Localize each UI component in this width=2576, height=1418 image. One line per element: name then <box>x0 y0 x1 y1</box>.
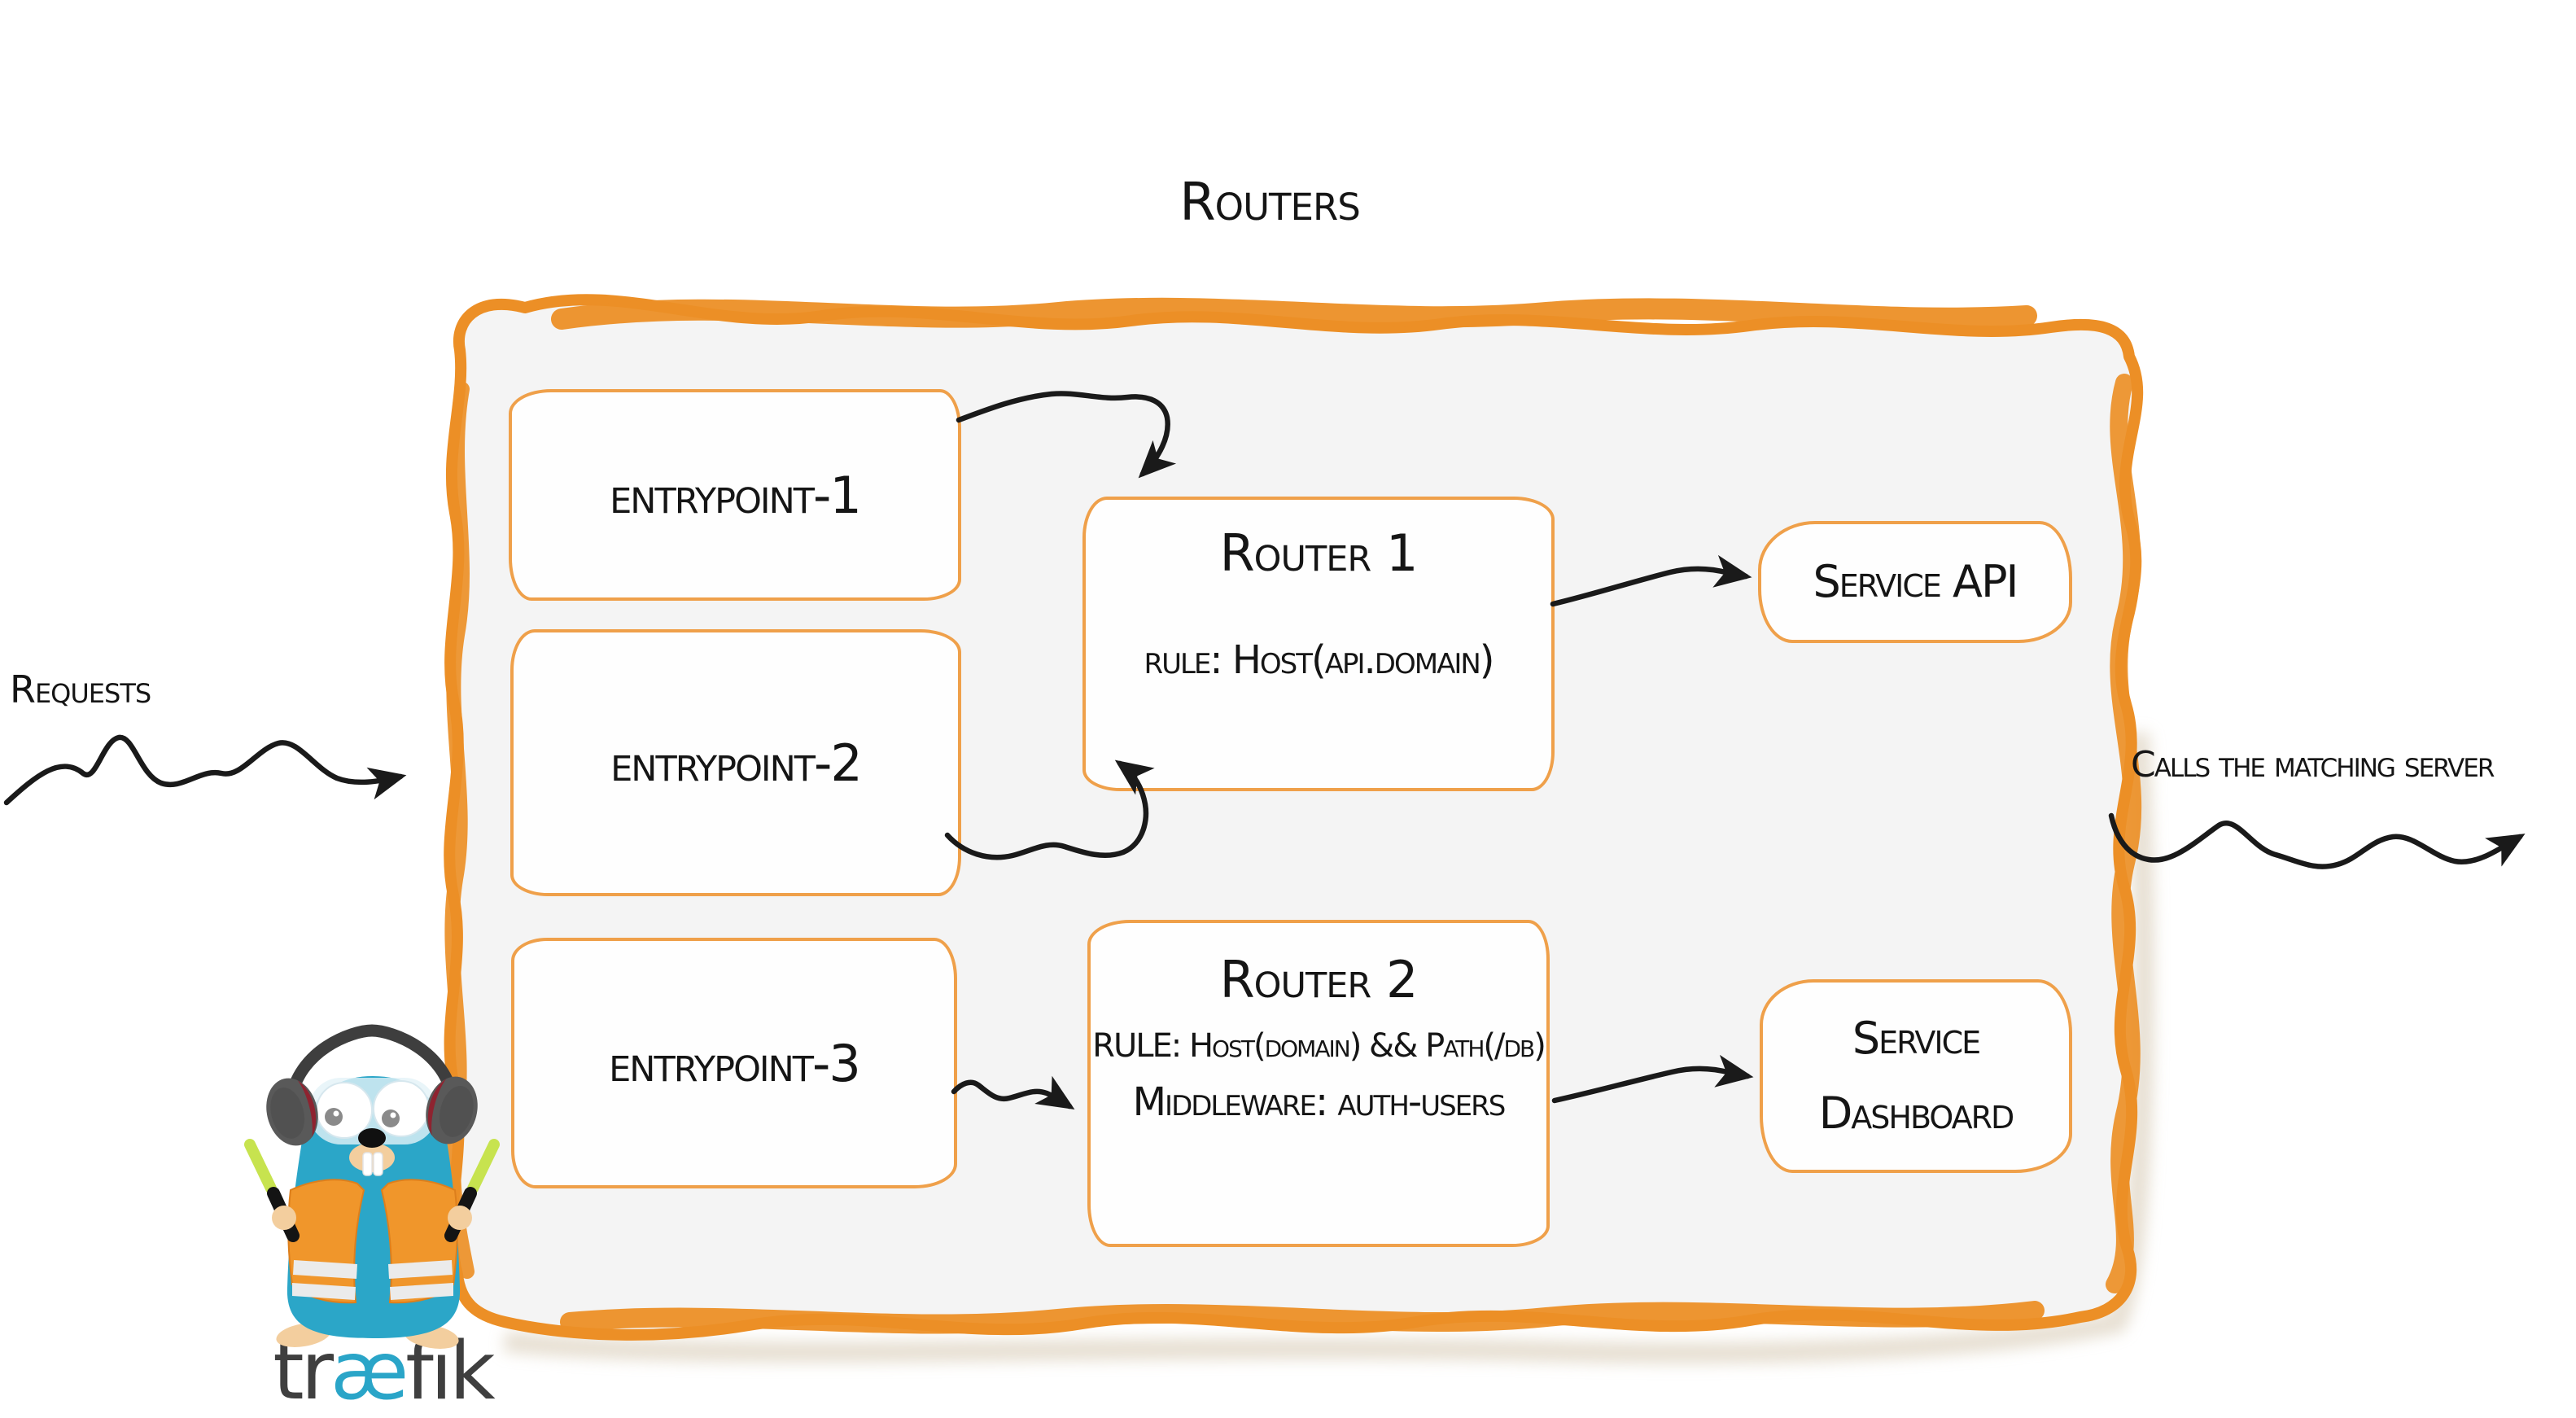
gopher-tooth-left <box>362 1152 373 1176</box>
container-brush-right <box>2106 374 2142 1293</box>
left-glowstick-handle <box>267 1187 300 1242</box>
router-2-rule: RULE: Host(domain) && Path(/db) <box>1092 1027 1546 1065</box>
router-1-rule: rule: Host(api.domain) <box>1144 637 1494 683</box>
traefik-wordmark: træfik <box>244 1325 521 1418</box>
calls-matching-server-label: Calls the matching server <box>2131 744 2495 786</box>
gopher-muzzle <box>349 1143 395 1172</box>
gopher-glowsticks <box>244 1139 500 1242</box>
entrypoint3-to-router2-arrow <box>951 1075 1075 1110</box>
gopher-right-pupil <box>382 1109 400 1127</box>
gopher-left-eye <box>316 1082 373 1139</box>
gopher-nose <box>358 1128 386 1148</box>
left-glowstick-icon <box>244 1139 277 1194</box>
calls-matching-server-arrow <box>2108 812 2526 869</box>
gopher-left-eye-glint <box>333 1110 339 1117</box>
gopher-right-eye <box>373 1080 430 1137</box>
service-dashboard-label: Service Dashboard <box>1818 1013 2015 1139</box>
gopher-left-earmuff <box>266 1078 318 1146</box>
right-glowstick-handle <box>444 1187 477 1242</box>
gopher-tooth-right <box>373 1152 383 1176</box>
container-brush-bottom <box>560 1301 2045 1334</box>
wordmark-tr: tr <box>273 1325 334 1418</box>
wordmark-ae: æ <box>330 1325 409 1418</box>
gopher-right-earmuff <box>426 1076 478 1144</box>
requests-label: Requests <box>10 667 151 711</box>
requests-arrow <box>3 734 407 806</box>
gopher-left-hand <box>272 1206 296 1230</box>
service-dashboard-box: Service Dashboard <box>1760 979 2072 1173</box>
entrypoint-1-label: entrypoint-1 <box>610 465 862 525</box>
router1-to-service-api-arrow <box>1550 554 1752 607</box>
gopher-right-eye-glint <box>390 1112 396 1118</box>
gopher-vest-reflective-stripes <box>292 1260 453 1300</box>
router-1-title: Router 1 <box>1219 523 1419 583</box>
entrypoint1-to-router1-arrow <box>956 391 1177 479</box>
router-1-box: Router 1 rule: Host(api.domain) <box>1082 497 1555 791</box>
entrypoint-2-label: entrypoint-2 <box>610 733 863 793</box>
entrypoint-3-box: entrypoint-3 <box>511 938 957 1188</box>
entrypoint-1-box: entrypoint-1 <box>509 389 961 601</box>
entrypoint-3-label: entrypoint-3 <box>609 1033 861 1093</box>
entrypoint-2-box: entrypoint-2 <box>510 629 961 896</box>
gopher-vest-right-panel <box>380 1179 458 1304</box>
gopher-left-pupil <box>325 1108 343 1126</box>
gopher-vest-left-panel <box>287 1179 365 1304</box>
container-brush-top <box>551 297 2037 330</box>
gopher-body <box>286 1076 461 1338</box>
service-api-label: Service API <box>1813 556 2019 607</box>
gopher-headphone-band <box>284 1024 460 1109</box>
gopher-goggles <box>308 1078 437 1144</box>
router-2-title: Router 2 <box>1219 950 1419 1009</box>
gopher-right-hand <box>448 1206 472 1230</box>
diagram-title: Routers <box>1179 173 1361 233</box>
router2-to-service-dashboard-arrow <box>1551 1054 1754 1104</box>
service-api-box: Service API <box>1758 521 2072 643</box>
router-2-middleware: Middleware: auth-users <box>1132 1079 1507 1125</box>
container-brush-left <box>444 382 475 1279</box>
right-glowstick-icon <box>467 1139 500 1194</box>
router-2-box: Router 2 RULE: Host(domain) && Path(/db)… <box>1087 920 1550 1247</box>
traefik-gopher-mascot <box>244 1024 500 1349</box>
wordmark-fik: fik <box>405 1325 496 1418</box>
